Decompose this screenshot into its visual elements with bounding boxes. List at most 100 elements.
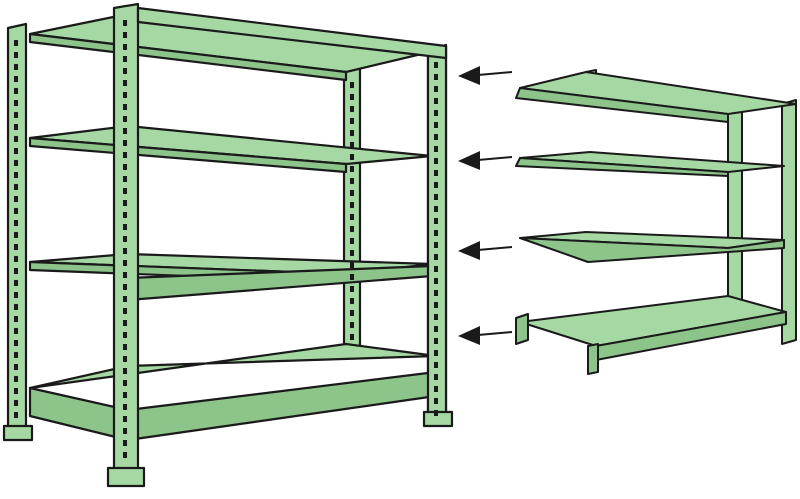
- post-hole: [14, 412, 18, 418]
- post-hole: [434, 374, 438, 380]
- post-hole: [350, 214, 354, 220]
- post-hole: [434, 230, 438, 236]
- post-hole: [123, 296, 127, 302]
- post-hole: [434, 386, 438, 392]
- post-hole: [123, 92, 127, 98]
- post-hole: [123, 44, 127, 50]
- foot-front-left: [106, 466, 146, 488]
- post-hole: [434, 338, 438, 344]
- addon-front-post: [781, 99, 797, 345]
- post-hole: [123, 68, 127, 74]
- back-left-post: [6, 22, 28, 434]
- post-hole: [14, 400, 18, 406]
- post-hole: [434, 146, 438, 152]
- post-hole: [123, 140, 127, 146]
- post-hole: [350, 334, 354, 340]
- post-hole: [123, 356, 127, 362]
- main-shelf-bottom: [28, 342, 438, 442]
- post-hole: [434, 62, 438, 68]
- post-hole: [350, 274, 354, 280]
- post-hole: [123, 176, 127, 182]
- post-hole: [434, 326, 438, 332]
- post-hole: [434, 170, 438, 176]
- post-hole: [14, 208, 18, 214]
- post-hole: [14, 328, 18, 334]
- left-arrow-icon: [458, 151, 513, 170]
- post-hole: [123, 200, 127, 206]
- post-hole: [350, 262, 354, 268]
- post-hole: [14, 136, 18, 142]
- post-hole: [434, 86, 438, 92]
- post-hole: [123, 332, 127, 338]
- post-hole: [14, 376, 18, 382]
- post-hole: [350, 82, 354, 88]
- post-hole: [14, 64, 18, 70]
- post-hole: [350, 310, 354, 316]
- post-hole: [123, 116, 127, 122]
- post-hole: [14, 232, 18, 238]
- post-hole: [350, 250, 354, 256]
- post-hole: [434, 410, 438, 416]
- post-holes: [14, 20, 438, 458]
- post-hole: [434, 74, 438, 80]
- main-shelf-3: [28, 252, 434, 302]
- post-hole: [14, 280, 18, 286]
- post-hole: [434, 182, 438, 188]
- post-hole: [123, 380, 127, 386]
- post-hole: [123, 152, 127, 158]
- post-hole: [434, 158, 438, 164]
- post-hole: [123, 284, 127, 290]
- post-hole: [123, 32, 127, 38]
- addon-back-post: [727, 109, 743, 325]
- post-hole: [123, 344, 127, 350]
- post-hole: [350, 130, 354, 136]
- main-shelf-2: [28, 124, 434, 174]
- post-hole: [14, 112, 18, 118]
- post-hole: [350, 178, 354, 184]
- addon-shelf-bottom: [515, 295, 787, 375]
- post-hole: [434, 206, 438, 212]
- post-hole: [350, 166, 354, 172]
- post-hole: [350, 106, 354, 112]
- post-hole: [123, 260, 127, 266]
- post-hole: [123, 272, 127, 278]
- post-hole: [350, 118, 354, 124]
- post-hole: [350, 286, 354, 292]
- left-arrow-icon: [458, 326, 513, 345]
- post-hole: [14, 340, 18, 346]
- post-hole: [434, 218, 438, 224]
- post-hole: [434, 278, 438, 284]
- post-hole: [14, 196, 18, 202]
- post-hole: [434, 302, 438, 308]
- post-hole: [434, 350, 438, 356]
- post-hole: [123, 392, 127, 398]
- post-hole: [123, 320, 127, 326]
- post-hole: [434, 266, 438, 272]
- left-arrow-icon: [458, 241, 513, 260]
- post-hole: [434, 98, 438, 104]
- post-hole: [14, 292, 18, 298]
- post-hole: [14, 40, 18, 46]
- post-hole: [14, 388, 18, 394]
- post-hole: [123, 188, 127, 194]
- post-hole: [123, 128, 127, 134]
- post-hole: [123, 80, 127, 86]
- post-hole: [14, 148, 18, 154]
- post-hole: [350, 190, 354, 196]
- post-hole: [14, 52, 18, 58]
- post-hole: [434, 110, 438, 116]
- post-hole: [123, 20, 127, 26]
- post-hole: [123, 104, 127, 110]
- addon-shelf-3: [519, 231, 785, 263]
- post-hole: [14, 100, 18, 106]
- post-hole: [123, 224, 127, 230]
- post-hole: [434, 290, 438, 296]
- post-hole: [123, 440, 127, 446]
- top-front-beam: [136, 6, 448, 60]
- post-hole: [434, 194, 438, 200]
- post-hole: [350, 226, 354, 232]
- post-hole: [350, 154, 354, 160]
- post-hole: [434, 134, 438, 140]
- post-hole: [434, 362, 438, 368]
